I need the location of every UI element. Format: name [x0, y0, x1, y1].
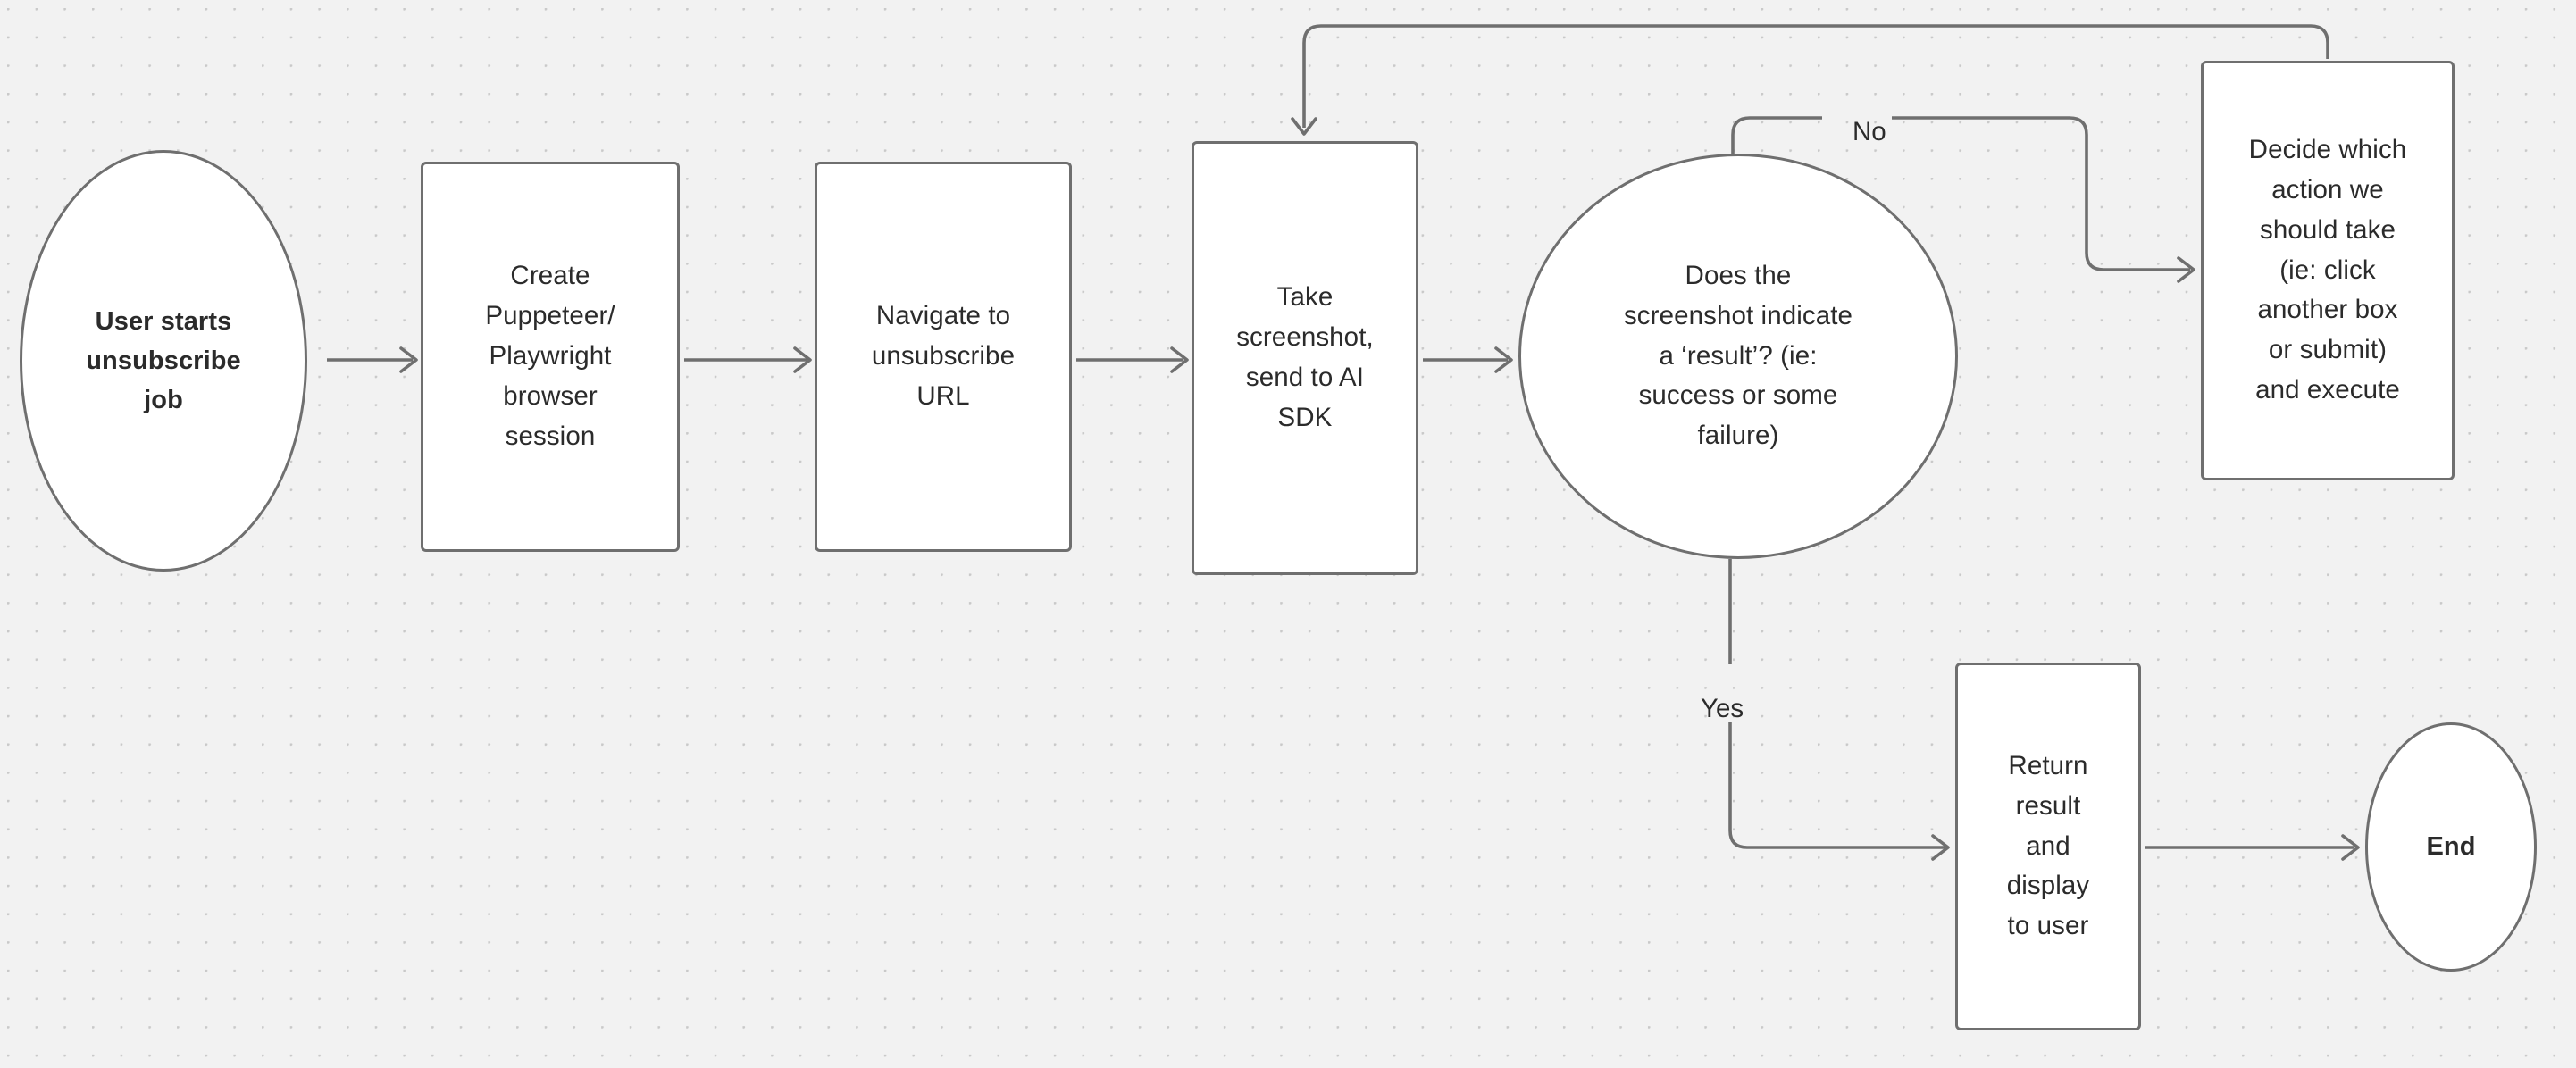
result-decision-node[interactable]: Does the screenshot indicate a ‘result’?…: [1518, 154, 1958, 559]
decide-action-node[interactable]: Decide which action we should take (ie: …: [2201, 61, 2455, 480]
edge-start-to-create-session[interactable]: [327, 346, 418, 373]
start-node-label: User starts unsubscribe job: [86, 306, 241, 415]
end-node[interactable]: End: [2365, 722, 2537, 972]
result-decision-node-label: Does the screenshot indicate a ‘result’?…: [1623, 260, 1853, 451]
start-node[interactable]: User starts unsubscribe job: [20, 150, 307, 572]
take-screenshot-node[interactable]: Take screenshot, send to AI SDK: [1192, 141, 1418, 575]
return-result-node-label: Return result and display to user: [2006, 750, 2090, 941]
edge-screenshot-to-decision[interactable]: [1423, 346, 1513, 373]
decide-action-node-label: Decide which action we should take (ie: …: [2248, 135, 2407, 405]
edge-decision-yes-to-return-result[interactable]: [1728, 559, 1950, 861]
edge-navigate-to-screenshot[interactable]: [1076, 346, 1189, 373]
edge-decision-no-to-decide-action[interactable]: [1731, 116, 2195, 283]
navigate-to-url-node-label: Navigate to unsubscribe URL: [871, 301, 1016, 411]
create-browser-session-node-label: Create Puppeteer/ Playwright browser ses…: [485, 261, 615, 451]
edge-label-yes: Yes: [1701, 694, 1744, 723]
edge-return-result-to-end[interactable]: [2145, 834, 2360, 861]
take-screenshot-node-label: Take screenshot, send to AI SDK: [1236, 282, 1374, 432]
end-node-label: End: [2426, 832, 2476, 862]
return-result-node[interactable]: Return result and display to user: [1955, 663, 2141, 1030]
edge-label-no: No: [1853, 117, 1886, 146]
edge-decide-action-loopback-to-screenshot[interactable]: [1291, 24, 2329, 136]
navigate-to-url-node[interactable]: Navigate to unsubscribe URL: [815, 162, 1072, 552]
create-browser-session-node[interactable]: Create Puppeteer/ Playwright browser ses…: [421, 162, 680, 552]
edge-create-session-to-navigate[interactable]: [684, 346, 812, 373]
